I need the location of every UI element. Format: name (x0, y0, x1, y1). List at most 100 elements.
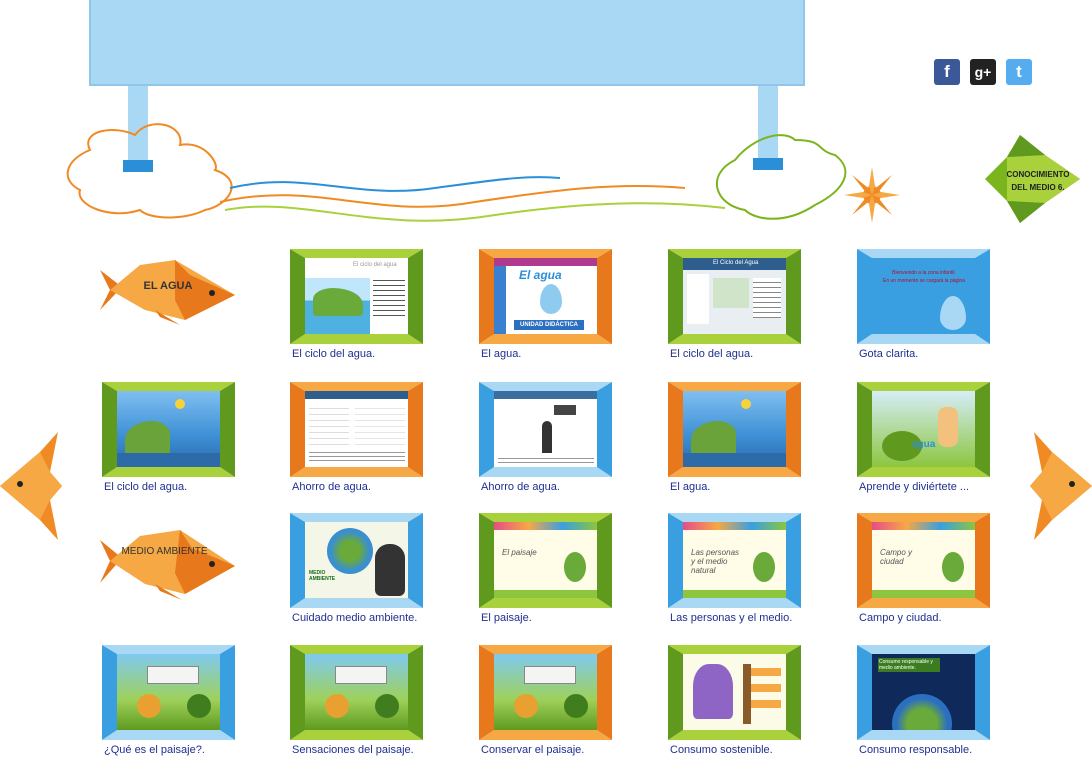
resource-caption-link[interactable]: El ciclo del agua. (104, 481, 188, 493)
resource-caption-link[interactable]: ¿Qué es el paisaje?. (104, 744, 205, 756)
resource-thumbnail[interactable]: agua (872, 391, 975, 467)
resource-thumbnail[interactable]: El Ciclo del Agua (683, 258, 786, 334)
resource-card[interactable] (290, 382, 423, 477)
resource-thumbnail[interactable] (683, 391, 786, 467)
resource-caption-link[interactable]: Aprende y diviértete ... (859, 481, 970, 493)
resource-card[interactable]: agua (857, 382, 990, 477)
card-frame (102, 382, 235, 477)
thumb-line1: Bienvenido a la zona infantil. (892, 270, 956, 276)
conocimiento-line2: DEL MEDIO 6. (1011, 183, 1065, 192)
resource-thumbnail[interactable]: Campo y ciudad (872, 522, 975, 598)
resource-card[interactable]: MEDIO AMBIENTE (290, 513, 423, 608)
card-frame (479, 513, 612, 608)
card-frame (857, 645, 990, 740)
water-waves-decoration (66, 123, 847, 222)
banner-post-left-cap (123, 160, 153, 172)
conocimiento-line1: CONOCIMIENTO (1006, 170, 1070, 179)
resource-caption-link[interactable]: Gota clarita. (859, 348, 919, 360)
resource-thumbnail[interactable] (683, 654, 786, 730)
card-frame (290, 249, 423, 344)
resource-thumbnail[interactable] (305, 654, 408, 730)
green-fish-icon (985, 135, 1080, 223)
resource-thumbnail[interactable] (117, 654, 220, 730)
card-frame (479, 645, 612, 740)
resource-caption-link[interactable]: Ahorro de agua. (292, 481, 371, 493)
orange-fish-icon (100, 260, 235, 325)
card-frame (290, 513, 423, 608)
resource-card[interactable]: Consumo responsable y medio ambiente. (857, 645, 990, 740)
banner-post-right (758, 86, 778, 160)
resource-card[interactable]: El Ciclo del Agua (668, 249, 801, 344)
thumb-title: Las personas y el medio natural (691, 548, 740, 575)
resource-caption-link[interactable]: El agua. (670, 481, 711, 493)
card-frame (479, 382, 612, 477)
section-medio-ambiente[interactable]: MEDIO AMBIENTE (100, 528, 235, 600)
thumb-words: MEDIO AMBIENTE (309, 570, 336, 582)
resource-thumbnail[interactable]: Las personas y el medio natural (683, 522, 786, 598)
resource-card[interactable]: Bienvenido a la zona infantil. En un mom… (857, 249, 990, 344)
thumb-title: El Ciclo del Agua (713, 260, 759, 266)
resource-card[interactable]: Campo y ciudad (857, 513, 990, 608)
resource-card[interactable]: El paisaje (479, 513, 612, 608)
resource-thumbnail[interactable] (494, 654, 597, 730)
resource-thumbnail[interactable]: Consumo responsable y medio ambiente. (872, 654, 975, 730)
resource-thumbnail[interactable]: Bienvenido a la zona infantil. En un mom… (872, 258, 975, 334)
top-banner (89, 0, 805, 86)
google-plus-icon[interactable]: g+ (970, 59, 996, 85)
resource-card[interactable] (102, 645, 235, 740)
thumb-title: El paisaje (502, 548, 537, 557)
resource-card[interactable] (290, 645, 423, 740)
resource-caption-link[interactable]: Consumo responsable. (859, 744, 973, 756)
card-frame (668, 645, 801, 740)
conocimiento-medio-6-button[interactable]: CONOCIMIENTO DEL MEDIO 6. (985, 135, 1080, 223)
thumb-title: agua (912, 439, 936, 450)
banner-post-left (128, 86, 148, 160)
resource-caption-link[interactable]: Campo y ciudad. (859, 612, 942, 624)
next-arrow-icon[interactable] (1030, 432, 1092, 540)
resource-caption-link[interactable]: Las personas y el medio. (670, 612, 793, 624)
previous-arrow-icon[interactable] (0, 432, 62, 540)
card-frame (290, 645, 423, 740)
resource-card[interactable] (668, 382, 801, 477)
resource-caption-link[interactable]: Conservar el paisaje. (481, 744, 585, 756)
resource-caption-link[interactable]: El ciclo del agua. (670, 348, 754, 360)
resource-card[interactable] (102, 382, 235, 477)
card-frame (857, 513, 990, 608)
thumb-line2: En un momento se cargará la página (883, 278, 965, 284)
orange-fish-icon (100, 530, 235, 600)
card-frame (479, 249, 612, 344)
resource-card[interactable] (668, 645, 801, 740)
section-el-agua-label: EL AGUA (143, 280, 193, 292)
resource-card[interactable]: Las personas y el medio natural (668, 513, 801, 608)
card-frame (668, 249, 801, 344)
resource-thumbnail[interactable] (494, 391, 597, 467)
card-frame (857, 382, 990, 477)
resource-caption-link[interactable]: El agua. (481, 348, 522, 360)
resource-caption-link[interactable]: Sensaciones del paisaje. (292, 744, 414, 756)
resource-card[interactable] (479, 645, 612, 740)
resource-caption-link[interactable]: Ahorro de agua. (481, 481, 560, 493)
resource-thumbnail[interactable] (117, 391, 220, 467)
twitter-icon[interactable]: t (1006, 59, 1032, 85)
card-frame (102, 645, 235, 740)
resource-card[interactable] (479, 382, 612, 477)
resource-thumbnail[interactable]: El paisaje (494, 522, 597, 598)
resource-thumbnail[interactable]: MEDIO AMBIENTE (305, 522, 408, 598)
resource-card[interactable]: El agua UNIDAD DIDÁCTICA (479, 249, 612, 344)
banner-post-right-cap (753, 158, 783, 170)
resource-caption-link[interactable]: Consumo sostenible. (670, 744, 773, 756)
thumb-title: Consumo responsable y medio ambiente. (878, 658, 940, 672)
section-el-agua[interactable]: EL AGUA (100, 255, 235, 325)
card-frame (668, 382, 801, 477)
resource-caption-link[interactable]: Cuidado medio ambiente. (292, 612, 418, 624)
thumb-title: Campo y ciudad (880, 548, 913, 566)
resource-caption-link[interactable]: El ciclo del agua. (292, 348, 376, 360)
resource-caption-link[interactable]: El paisaje. (481, 612, 532, 624)
resource-thumbnail[interactable]: El agua UNIDAD DIDÁCTICA (494, 258, 597, 334)
resource-thumbnail[interactable]: El ciclo del agua (305, 258, 408, 334)
section-medio-ambiente-label: MEDIO AMBIENTE (121, 546, 208, 557)
resource-card[interactable]: El ciclo del agua (290, 249, 423, 344)
facebook-icon[interactable]: f (934, 59, 960, 85)
resource-thumbnail[interactable] (305, 391, 408, 467)
card-frame (290, 382, 423, 477)
